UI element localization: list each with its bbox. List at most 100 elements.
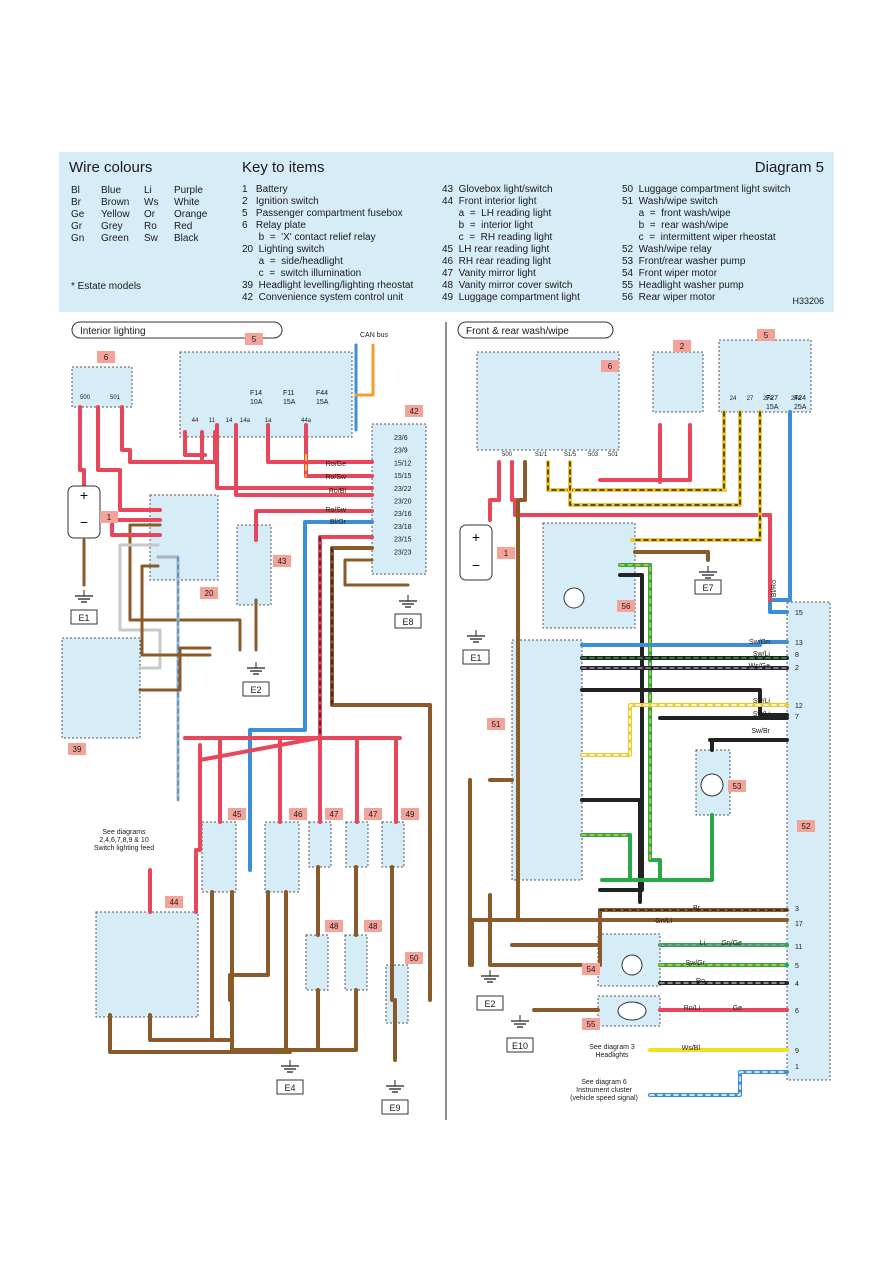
diagram-label: Ge	[733, 1005, 742, 1012]
key-item: b = rear wash/wipe	[622, 220, 729, 231]
item-number-badge: 54	[587, 965, 596, 974]
ground-label: E7	[702, 583, 713, 593]
ground-label: E8	[402, 617, 413, 627]
instrument-cluster-note: (vehicle speed signal)	[570, 1095, 638, 1102]
diagram-label: 25A	[794, 404, 807, 411]
wire-colour-name: Black	[174, 233, 199, 244]
diagram-label: Ws/Bl	[682, 1045, 701, 1052]
motor-symbols	[563, 587, 724, 1021]
wire-colour-name: Purple	[174, 185, 203, 196]
diagram-label: 10A	[250, 399, 263, 406]
diagram-label: 23/15	[394, 537, 412, 544]
ignition-switch-2-box	[652, 351, 704, 413]
relay-plate-6-box	[71, 366, 133, 408]
panel-title: Front & rear wash/wipe	[466, 326, 569, 337]
left-panel-boxes	[61, 351, 427, 1024]
item-badge-bg	[487, 718, 505, 730]
diagram-label: Sw/Li	[753, 651, 771, 658]
diagram-label: 11	[209, 418, 216, 424]
diagram-label: 23/23	[394, 549, 412, 556]
key-item: 54 Front wiper motor	[622, 268, 718, 279]
ground-label: E10	[512, 1041, 528, 1051]
diagram-label: Sw/Gr	[686, 960, 706, 967]
wire-colour-code: Gr	[71, 221, 83, 232]
item-badge-bg	[617, 600, 635, 612]
diagram-label: 15/15	[394, 473, 412, 480]
panel-title: Interior lighting	[80, 326, 146, 337]
wire-colour-code: Gn	[71, 233, 85, 244]
key-item: 2 Ignition switch	[242, 196, 319, 207]
diagram-label: Bl/Ro	[771, 580, 778, 597]
item-number-badge: 49	[406, 810, 415, 819]
item-badge-bg	[401, 808, 419, 820]
wire-colour-name: White	[174, 197, 200, 208]
ground-label-box	[276, 1079, 304, 1095]
key-item: c = intermittent wiper rheostat	[622, 232, 776, 243]
diagram-label: F27	[766, 395, 778, 402]
diagram-label: 3	[795, 906, 799, 913]
item-badge-bg	[165, 896, 183, 908]
wire-colour-name: Yellow	[101, 209, 130, 220]
key-item: 46 RH rear reading light	[442, 256, 551, 267]
item-badge-bg	[364, 808, 382, 820]
item-number-badge: 44	[170, 898, 179, 907]
item-badge-bg	[68, 743, 86, 755]
battery-left: + −	[67, 485, 101, 539]
item-number-badge: 20	[205, 589, 214, 598]
lighting-switch-20-box	[149, 494, 219, 581]
diagram-label: 8	[795, 652, 799, 659]
diagram-label: Ws/Ge	[749, 663, 770, 670]
diagram-label: 23/22	[394, 486, 412, 493]
panel-title-box	[457, 321, 614, 339]
item-badge-bg	[325, 808, 343, 820]
ground-label-box	[242, 681, 270, 697]
key-item: 48 Vanity mirror cover switch	[442, 280, 573, 291]
key-item: a = front wash/wipe	[622, 208, 731, 219]
svg-text:+: +	[80, 487, 88, 503]
item-number-badge: 47	[369, 810, 378, 819]
item-badge-bg	[200, 587, 218, 599]
svg-text:−: −	[472, 557, 480, 573]
item-number-badge: 48	[369, 922, 378, 931]
diagram-label: Br	[693, 905, 701, 912]
key-item: c = switch illumination	[242, 268, 362, 279]
wire-colour-code: Li	[144, 185, 152, 196]
diagram-label: 5	[795, 963, 799, 970]
item-number-badge: 56	[622, 602, 631, 611]
estate-note: * Estate models	[71, 281, 142, 292]
key-item: 53 Front/rear washer pump	[622, 256, 746, 267]
ground-label-box	[462, 649, 490, 665]
diagram-label: 15	[795, 610, 803, 617]
key-item: 49 Luggage compartment light	[442, 292, 580, 303]
key-item: 39 Headlight levelling/lighting rheostat	[242, 280, 414, 291]
key-item: 47 Vanity mirror light	[442, 268, 536, 279]
panel-title-box	[71, 321, 283, 339]
key-item: 43 Glovebox light/switch	[442, 184, 553, 195]
diagram-label: 14	[226, 418, 233, 424]
key-item: 5 Passenger compartment fusebox	[242, 208, 403, 219]
relay-plate-6r-box	[476, 351, 620, 451]
wash-wipe-switch-51-box	[511, 639, 583, 881]
key-item: 51 Wash/wipe switch	[622, 196, 718, 207]
diagram-label: 11	[795, 944, 802, 951]
wire-colour-code: Ge	[71, 209, 85, 220]
ground-label: E4	[284, 1083, 295, 1093]
diagram-label: Sw/Li	[753, 711, 771, 718]
switch-feed-note: 2,4,6,7,8,9 & 10	[99, 837, 149, 844]
item-number-badge: 48	[330, 922, 339, 931]
item-number-badge: 1	[107, 513, 112, 522]
ground-label-box	[476, 995, 504, 1011]
fusebox-5r-box	[718, 339, 812, 413]
key-item: 52 Wash/wipe relay	[622, 244, 712, 255]
diagram-label: 24	[730, 396, 737, 402]
item-badge-bg	[97, 351, 115, 363]
rh-rear-reading-light-46-box	[264, 821, 300, 893]
diagram-label: 27	[747, 396, 754, 402]
wire-colour-name: Green	[101, 233, 129, 244]
item-number-badge: 6	[104, 353, 109, 362]
item-badge-bg	[757, 329, 775, 341]
item-number-badge: 43	[278, 557, 287, 566]
diagram-label: 1a	[265, 418, 272, 424]
